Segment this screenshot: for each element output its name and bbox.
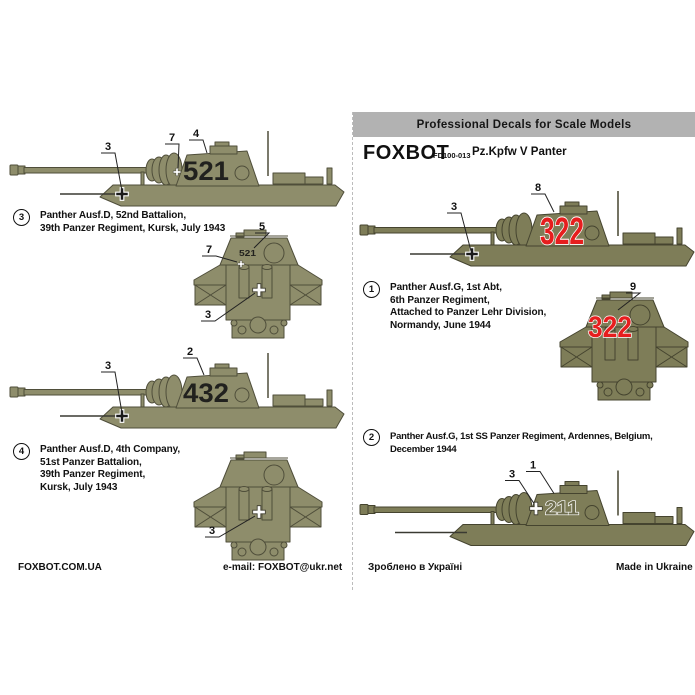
panther-silhouette [360,191,694,266]
leader-line [101,152,123,192]
tank-side-view-211: 211 3 1 [355,455,695,555]
leader-line [505,480,535,504]
callout-label: 7 [169,132,175,144]
leader-line [183,357,205,376]
variant-4-badge: 4 [13,443,30,460]
tank-side-view-521: 521 3 7 4 [5,118,345,213]
footer-made-in-english: Made in Ukraine [616,562,693,573]
tank-rear-view-521: 521 5 7 3 [192,218,324,340]
leader-line [201,292,256,322]
tank-side-view-322: 322 3 8 [355,178,695,273]
callout-label: 9 [630,281,636,293]
footer-email: e-mail: FOXBOT@ukr.net [223,562,343,573]
turret-number: 322 [588,311,632,344]
product-code: FD100-013 [433,151,471,160]
variant-4-caption: 4 Panther Ausf.D, 4th Company, 51st Panz… [13,443,193,494]
callout-label: 4 [193,128,200,140]
column-divider [352,112,353,590]
brand-logo: FOXBOT [363,142,450,164]
tank-rear-view-432: 3 [192,440,324,562]
turret-number: 432 [183,378,229,408]
leader-line [205,515,256,538]
turret-number: 211 [545,499,579,520]
leader-line [202,255,238,263]
leader-line [101,371,123,414]
brand-row: FOXBOT FD100-013 Pz.Kpfw V Panter [363,142,695,168]
turret-number: 521 [183,156,229,186]
panther-silhouette [360,471,694,546]
footer-made-in-ukrainian: Зроблено в Україні [368,562,463,573]
leader-line [189,139,208,154]
leader-line [617,292,642,311]
callout-label: 3 [205,309,211,321]
tank-rear-view-322: 322 9 [558,280,690,402]
leader-line [531,193,555,213]
variant-2-text: Panther Ausf.G, 1st SS Panzer Regiment, … [390,431,653,455]
callout-label: 3 [105,360,111,372]
variant-1-badge: 1 [363,281,380,298]
leader-line [526,471,555,494]
callout-label: 3 [105,141,111,153]
turret-number: 322 [540,211,584,253]
variant-3-badge: 3 [13,209,30,226]
footer-website: FOXBOT.COM.UA [18,562,102,573]
callout-label: 5 [259,221,265,233]
variant-2-badge: 2 [363,429,380,446]
callout-label: 8 [535,182,541,194]
turret-number: 521 [239,249,257,258]
banner: Professional Decals for Scale Models [353,112,695,137]
variant-2-caption: 2 Panther Ausf.G, 1st SS Panzer Regiment… [363,429,695,456]
product-title: Pz.Kpfw V Panter [472,146,567,158]
callout-label: 3 [451,201,457,213]
variant-3-text: Panther Ausf.D, 52nd Battalion, 39th Pan… [40,210,226,234]
variant-1-text: Panther Ausf.G, 1st Abt, 6th Panzer Regi… [390,282,547,331]
callout-label: 3 [209,525,215,537]
callout-label: 3 [509,469,515,481]
tank-side-view-432: 432 3 2 [5,340,345,435]
leader-line [253,232,271,249]
variant-1-caption: 1 Panther Ausf.G, 1st Abt, 6th Panzer Re… [363,281,563,332]
callout-label: 7 [206,244,212,256]
panther-silhouette [10,353,344,428]
callout-label: 1 [530,460,536,472]
variant-3-caption: 3 Panther Ausf.D, 52nd Battalion, 39th P… [13,209,345,235]
leader-line [165,143,180,169]
leader-line [447,212,472,252]
panther-rear-silhouette [560,292,688,400]
callout-label: 2 [187,346,193,358]
variant-4-text: Panther Ausf.D, 4th Company, 51st Panzer… [40,444,180,493]
